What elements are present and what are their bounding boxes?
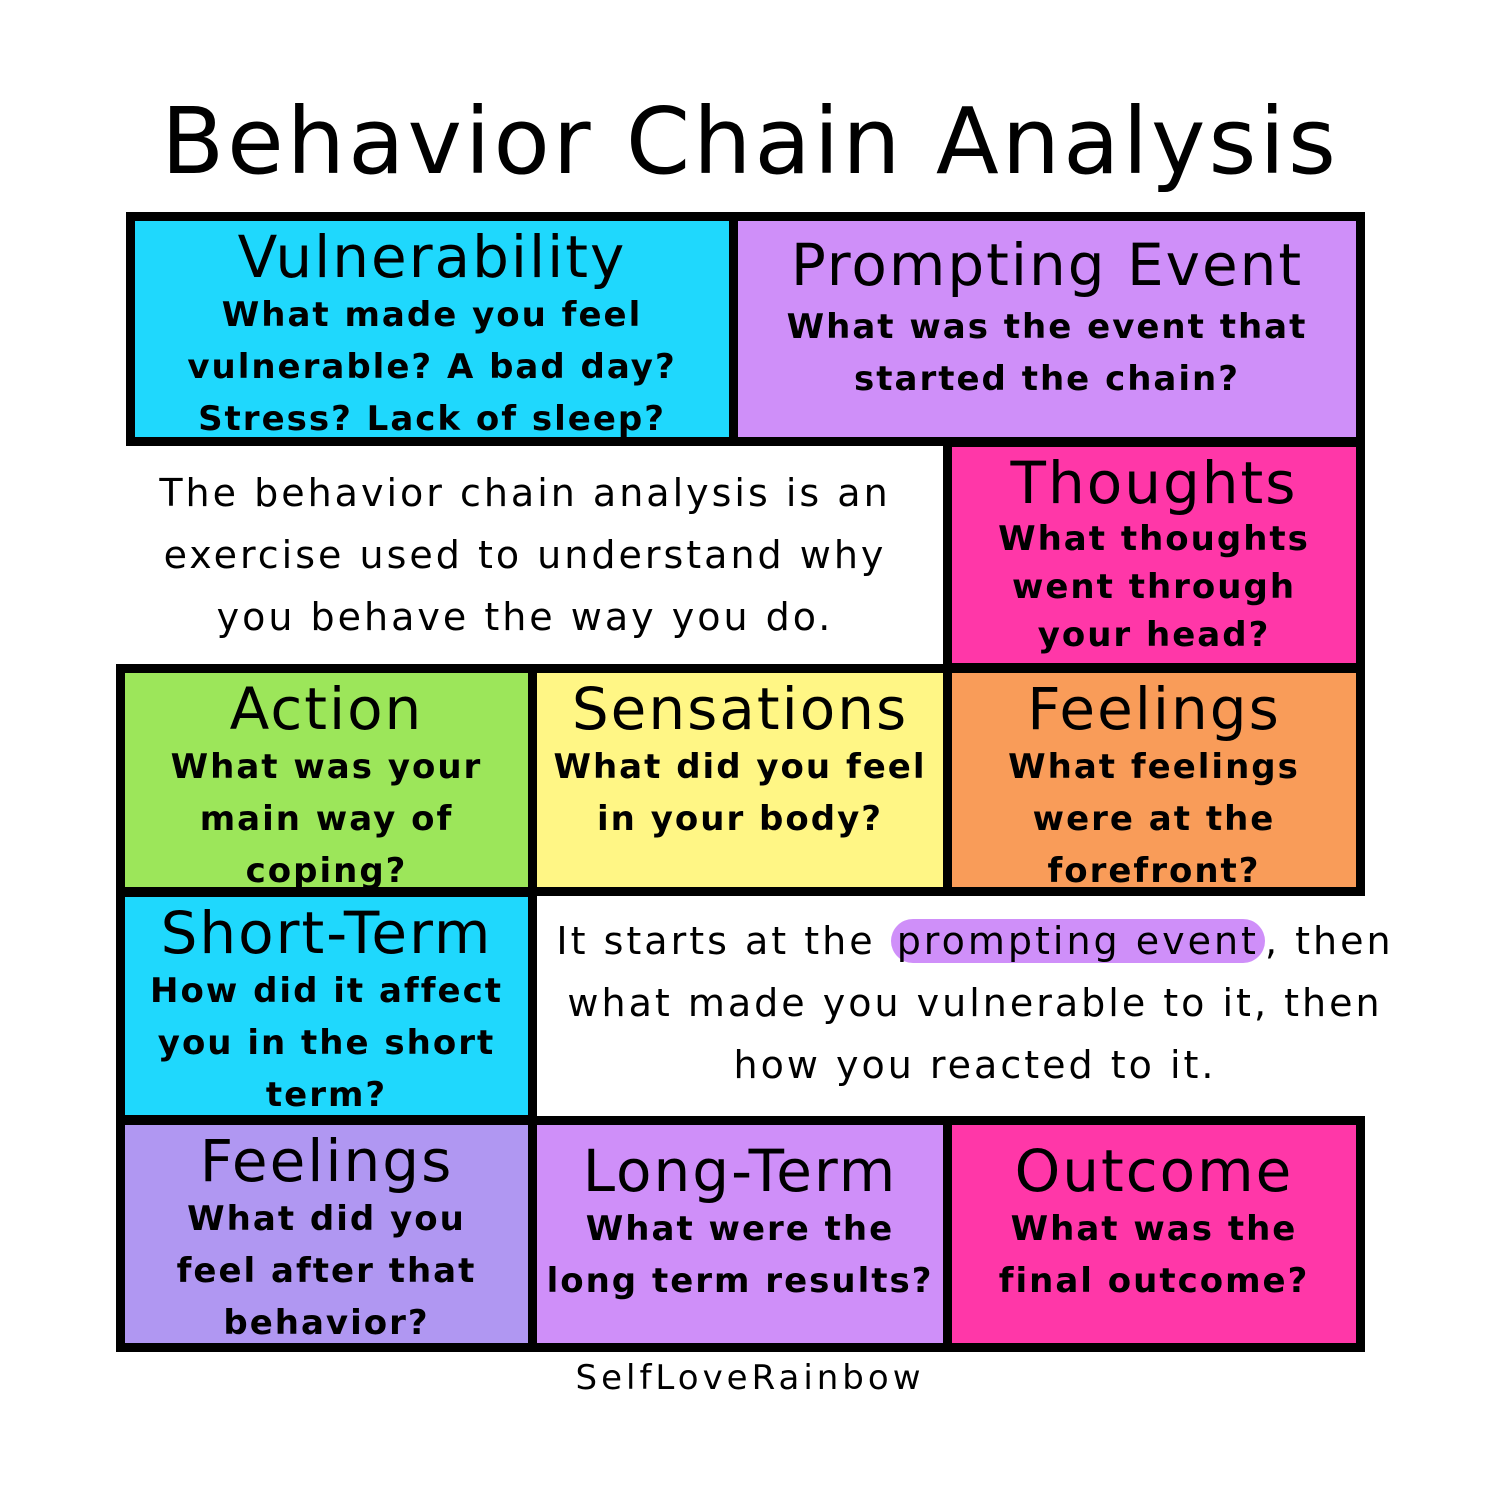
box-question: What was your main way of coping? xyxy=(170,747,483,891)
box-heading: Feelings xyxy=(199,1127,454,1195)
box-feelings: Feelings What feelings were at the foref… xyxy=(943,664,1365,896)
box-question: What did you feel after that behavior? xyxy=(176,1199,477,1343)
box-thoughts: Thoughts What thoughts went through your… xyxy=(943,438,1365,672)
box-vulnerability: Vulnerability What made you feel vulnera… xyxy=(126,212,738,446)
box-heading: Vulnerability xyxy=(237,223,627,291)
box-feelings-after: Feelings What did you feel after that be… xyxy=(116,1116,537,1352)
box-question: How did it affect you in the short term? xyxy=(150,971,503,1115)
explanation-text: The behavior chain analysis is an exerci… xyxy=(159,471,891,639)
sequence-before: It starts at the xyxy=(556,919,891,963)
box-heading: Long-Term xyxy=(582,1137,898,1205)
page-title: Behavior Chain Analysis xyxy=(161,88,1339,195)
box-heading: Feelings xyxy=(1027,675,1281,743)
box-heading: Action xyxy=(229,675,424,743)
prompting-event-highlight: prompting event xyxy=(890,919,1265,963)
box-outcome: Outcome What was the final outcome? xyxy=(943,1116,1365,1352)
box-question: What thoughts went through your head? xyxy=(998,519,1310,655)
box-heading: Outcome xyxy=(1014,1137,1294,1205)
box-prompting-event: Prompting Event What was the event that … xyxy=(729,212,1365,446)
box-question: What was the event that started the chai… xyxy=(786,307,1308,399)
box-short-term: Short-Term How did it affect you in the … xyxy=(116,888,537,1124)
box-long-term: Long-Term What were the long term result… xyxy=(528,1116,952,1352)
box-question: What did you feel in your body? xyxy=(553,747,927,839)
credit-signature: SelfLoveRainbow xyxy=(575,1358,925,1398)
box-heading: Thoughts xyxy=(1010,449,1298,517)
sequence-text: It starts at the prompting event, then w… xyxy=(545,910,1405,1096)
box-action: Action What was your main way of coping? xyxy=(116,664,537,896)
box-question: What feelings were at the forefront? xyxy=(1008,747,1300,891)
box-heading: Prompting Event xyxy=(790,231,1304,299)
box-heading: Sensations xyxy=(571,675,909,743)
sequence-after: , then what made you vulnerable to it, t… xyxy=(567,919,1394,1087)
box-heading: Short-Term xyxy=(160,899,493,967)
box-question: What was the final outcome? xyxy=(998,1209,1310,1301)
box-sensations: Sensations What did you feel in your bod… xyxy=(528,664,952,896)
box-question: What made you feel vulnerable? A bad day… xyxy=(187,295,677,439)
box-question: What were the long term results? xyxy=(546,1209,934,1301)
